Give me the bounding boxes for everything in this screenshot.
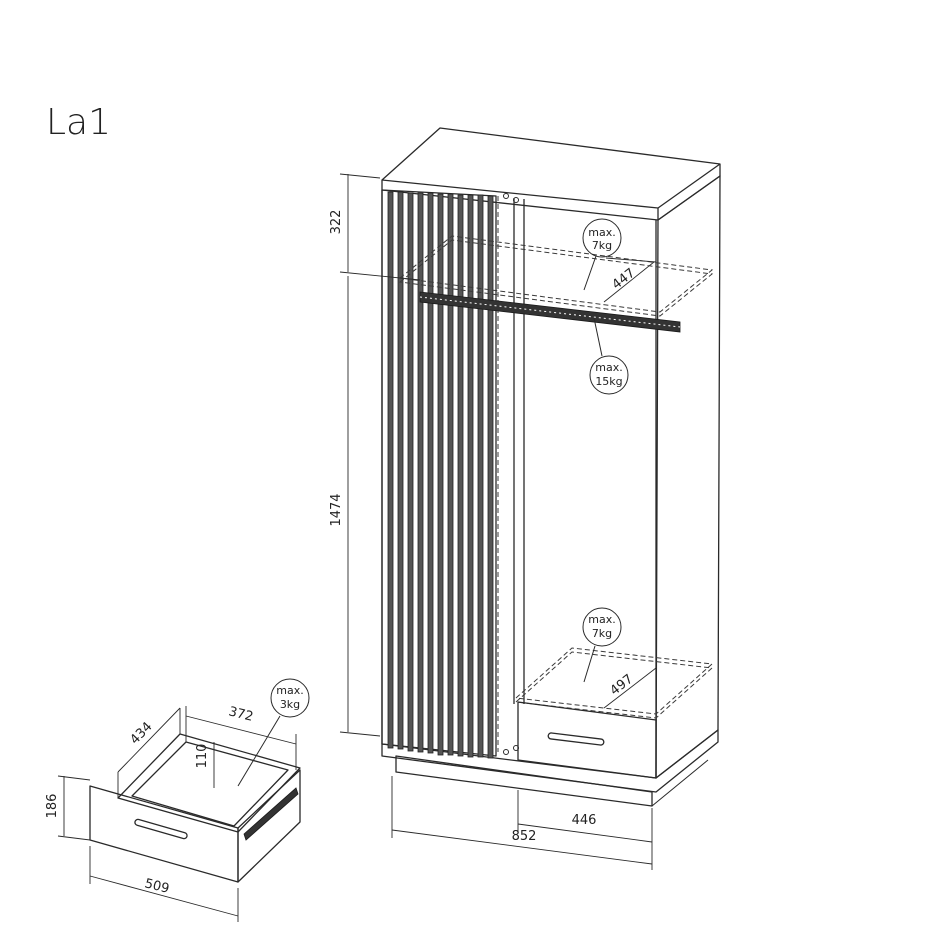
bottom-shelf [514, 647, 714, 719]
svg-text:509: 509 [143, 876, 171, 897]
svg-text:15kg: 15kg [595, 375, 622, 388]
svg-text:110: 110 [195, 744, 210, 769]
dim-body-height: 1474 [329, 276, 381, 737]
wardrobe [381, 127, 721, 807]
svg-text:852: 852 [512, 829, 537, 844]
drawer-detail [89, 733, 301, 883]
dim-bottom-shelf-depth: 497 [603, 667, 657, 709]
svg-text:1474: 1474 [329, 493, 344, 526]
svg-text:7kg: 7kg [592, 239, 612, 252]
slatted-door [381, 189, 497, 759]
drawer-handle [547, 732, 605, 746]
svg-text:434: 434 [127, 719, 155, 747]
dim-drawer-depth: 434 [117, 707, 181, 798]
svg-text:322: 322 [329, 210, 344, 235]
dim-drawer-width: 509 [89, 846, 239, 922]
dim-drawer-inner-width: 372 [185, 704, 297, 770]
top-shelf [398, 235, 714, 317]
dim-compartment-width: 446 [517, 790, 653, 848]
load-bubble-bottom-shelf: max. 7kg [582, 607, 622, 683]
dim-total-width: 852 [391, 776, 653, 870]
wardrobe-side [655, 175, 721, 779]
dim-drawer-height: 186 [45, 775, 91, 841]
load-bubble-drawer: max. 3kg [237, 678, 310, 787]
svg-text:max.: max. [595, 361, 622, 374]
svg-text:3kg: 3kg [280, 698, 300, 711]
svg-text:max.: max. [276, 684, 303, 697]
svg-text:446: 446 [572, 813, 597, 828]
drawer-detail-handle [134, 818, 188, 840]
load-bubble-top-shelf: max. 7kg [582, 218, 622, 291]
model-title: La1 [46, 102, 111, 143]
load-bubble-rail: max. 15kg [589, 317, 629, 395]
dim-drawer-inner-height: 110 [195, 744, 210, 769]
drawer-front [89, 785, 239, 883]
svg-text:186: 186 [45, 794, 60, 819]
svg-text:max.: max. [588, 226, 615, 239]
dim-top-height: 322 [329, 173, 421, 281]
svg-text:7kg: 7kg [592, 627, 612, 640]
svg-text:max.: max. [588, 613, 615, 626]
dim-top-shelf-depth: 447 [603, 261, 655, 303]
wardrobe-drawer [517, 701, 657, 779]
svg-text:372: 372 [227, 704, 255, 725]
svg-text:497: 497 [607, 672, 636, 699]
hanging-rail [419, 291, 681, 333]
svg-text:447: 447 [609, 266, 638, 293]
